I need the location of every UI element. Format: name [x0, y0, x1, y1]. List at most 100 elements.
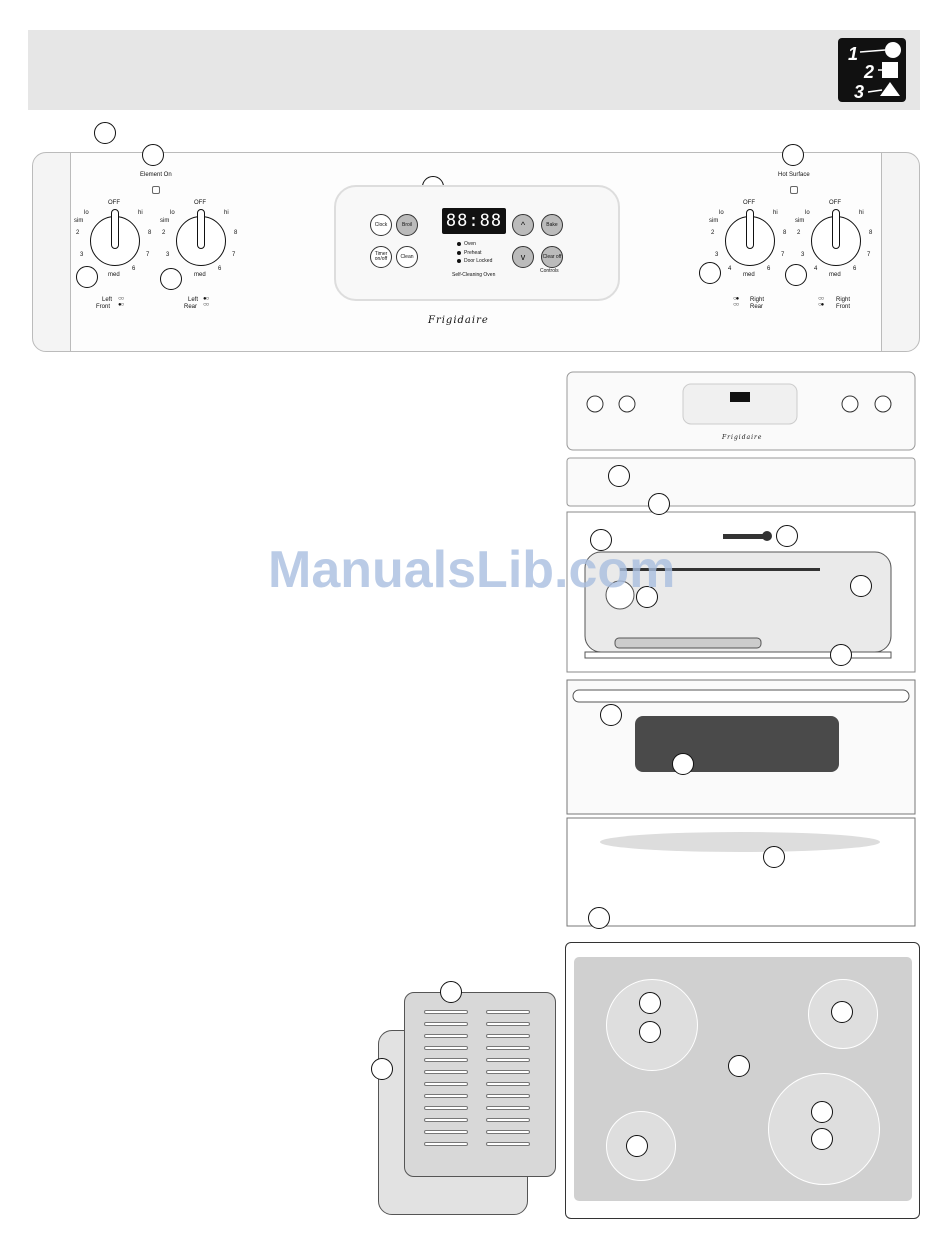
indicator-dot — [457, 251, 461, 255]
element-map-icon: ●○○○ — [203, 296, 209, 308]
knob-num: 3 — [166, 252, 170, 258]
knob-num: 8 — [234, 230, 238, 236]
knob-num: 4 — [728, 266, 732, 272]
knob-sim: sim — [160, 218, 170, 224]
knob-hi: hi — [224, 210, 229, 216]
bake-button[interactable]: Bake — [541, 214, 563, 236]
knob-num: 3 — [80, 252, 84, 258]
range-illustration — [565, 370, 917, 932]
knob-off: OFF — [829, 200, 841, 206]
callout — [785, 264, 807, 286]
right-rear-label-2: Rear — [750, 304, 764, 310]
up-arrow-button[interactable]: ^ — [512, 214, 534, 236]
right-rear-label-1: Right — [750, 297, 765, 303]
knob-hi: hi — [859, 210, 864, 216]
watermark: ManualsLib.com — [268, 541, 676, 599]
knob-off: OFF — [743, 200, 755, 206]
callout — [648, 493, 670, 515]
callout — [600, 704, 622, 726]
callout — [831, 1001, 853, 1023]
knob-med: med — [743, 272, 755, 278]
knob-num: 2 — [162, 230, 166, 236]
callout — [776, 525, 798, 547]
callout — [639, 1021, 661, 1043]
element-map-icon: ○●○○ — [733, 296, 739, 308]
callout — [763, 846, 785, 868]
cooktop — [565, 942, 920, 1219]
callout — [636, 586, 658, 608]
brand-logo: Frigidaire — [428, 315, 489, 326]
callout — [76, 266, 98, 288]
feature-index-logo: 1 2 3 — [838, 38, 906, 102]
svg-text:2: 2 — [863, 62, 874, 82]
knob-med: med — [829, 272, 841, 278]
callout — [782, 144, 804, 166]
left-front-label-2: Front — [96, 304, 111, 310]
indicator-dot — [457, 259, 461, 263]
left-endcap — [32, 152, 72, 352]
callout — [626, 1135, 648, 1157]
callout — [440, 981, 462, 1003]
knob-num: 7 — [781, 252, 785, 258]
header-band — [28, 30, 920, 110]
right-front-label-2: Front — [836, 304, 851, 310]
callout — [850, 575, 872, 597]
oven-control-panel — [334, 185, 620, 301]
right-front-knob[interactable] — [811, 209, 861, 266]
callout — [608, 465, 630, 487]
element-on-light — [152, 186, 160, 194]
callout — [142, 144, 164, 166]
left-rear-label-1: Left — [188, 297, 199, 303]
knob-med: med — [108, 272, 120, 278]
knob-hi: hi — [773, 210, 778, 216]
knob-med: med — [194, 272, 206, 278]
oven-indicator: Oven — [464, 241, 476, 247]
knob-lo: lo — [719, 210, 724, 216]
knob-off: OFF — [194, 200, 206, 206]
knob-sim: sim — [74, 218, 84, 224]
knob-num: 6 — [132, 266, 136, 272]
knob-lo: lo — [805, 210, 810, 216]
clear-off-button[interactable]: Clear off — [541, 246, 563, 268]
callout — [830, 644, 852, 666]
range-brand-logo: Frigidaire — [722, 434, 763, 441]
left-front-knob[interactable] — [90, 209, 140, 266]
door-locked-indicator: Door Locked — [464, 258, 493, 264]
knob-num: 3 — [715, 252, 719, 258]
broil-button[interactable]: Broil — [396, 214, 418, 236]
knob-lo: lo — [84, 210, 89, 216]
callout — [590, 529, 612, 551]
left-front-label-1: Left — [102, 297, 113, 303]
callout — [811, 1128, 833, 1150]
self-cleaning-label: Self-Cleaning Oven — [452, 272, 496, 278]
left-rear-knob[interactable] — [176, 209, 226, 266]
clean-button[interactable]: Clean — [396, 246, 418, 268]
clock-display: 88:88 — [442, 208, 506, 234]
callout — [371, 1058, 393, 1080]
knob-num: 7 — [146, 252, 150, 258]
hot-surface-label: Hot Surface — [778, 172, 810, 178]
right-endcap — [880, 152, 920, 352]
right-front-element — [768, 1073, 880, 1185]
knob-num: 8 — [869, 230, 873, 236]
element-map-icon: ○○○● — [818, 296, 824, 308]
right-rear-knob[interactable] — [725, 209, 775, 266]
clock-button[interactable]: Clock — [370, 214, 392, 236]
callout — [811, 1101, 833, 1123]
knob-num: 6 — [767, 266, 771, 272]
hot-surface-light — [790, 186, 798, 194]
knob-num: 8 — [783, 230, 787, 236]
knob-num: 2 — [76, 230, 80, 236]
down-arrow-button[interactable]: v — [512, 246, 534, 268]
indicator-dot — [457, 242, 461, 246]
element-map-icon: ○○●○ — [118, 296, 124, 308]
right-front-label-1: Right — [836, 297, 851, 303]
left-rear-label-2: Rear — [184, 304, 198, 310]
callout — [672, 753, 694, 775]
broiler-grid — [424, 1010, 544, 1160]
knob-lo: lo — [170, 210, 175, 216]
knob-num: 7 — [867, 252, 871, 258]
timer-button[interactable]: Timer on/off — [370, 246, 392, 268]
knob-num: 2 — [711, 230, 715, 236]
knob-num: 2 — [797, 230, 801, 236]
